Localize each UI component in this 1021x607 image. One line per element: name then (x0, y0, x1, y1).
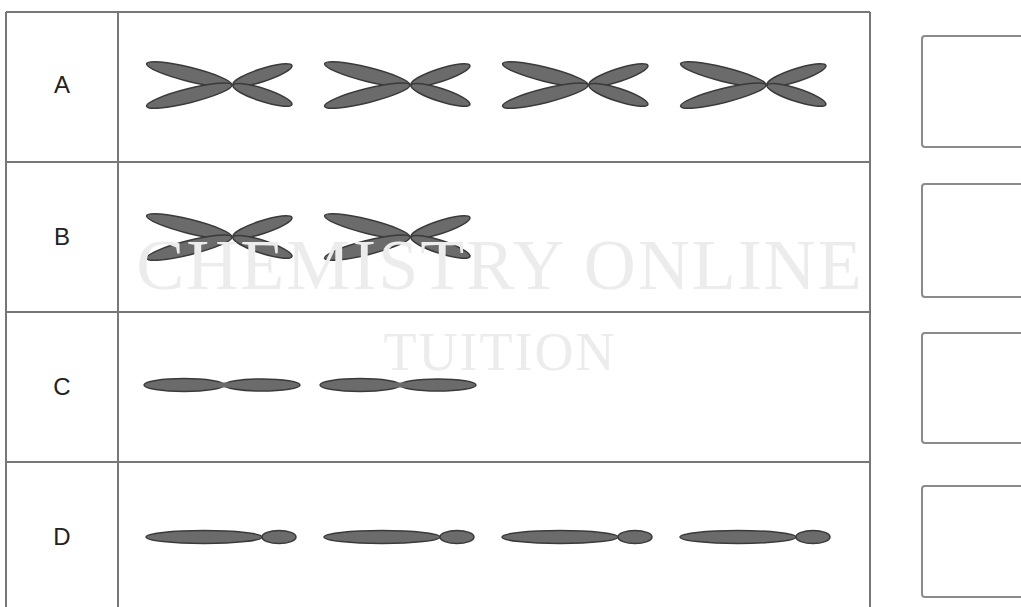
row-label: C (53, 375, 70, 399)
row-label: A (54, 73, 70, 97)
watermark: TUITION (384, 325, 617, 379)
row-label: B (54, 225, 70, 249)
row-label: D (53, 525, 70, 549)
watermark: CHEMISTRY ONLINE (136, 229, 863, 301)
